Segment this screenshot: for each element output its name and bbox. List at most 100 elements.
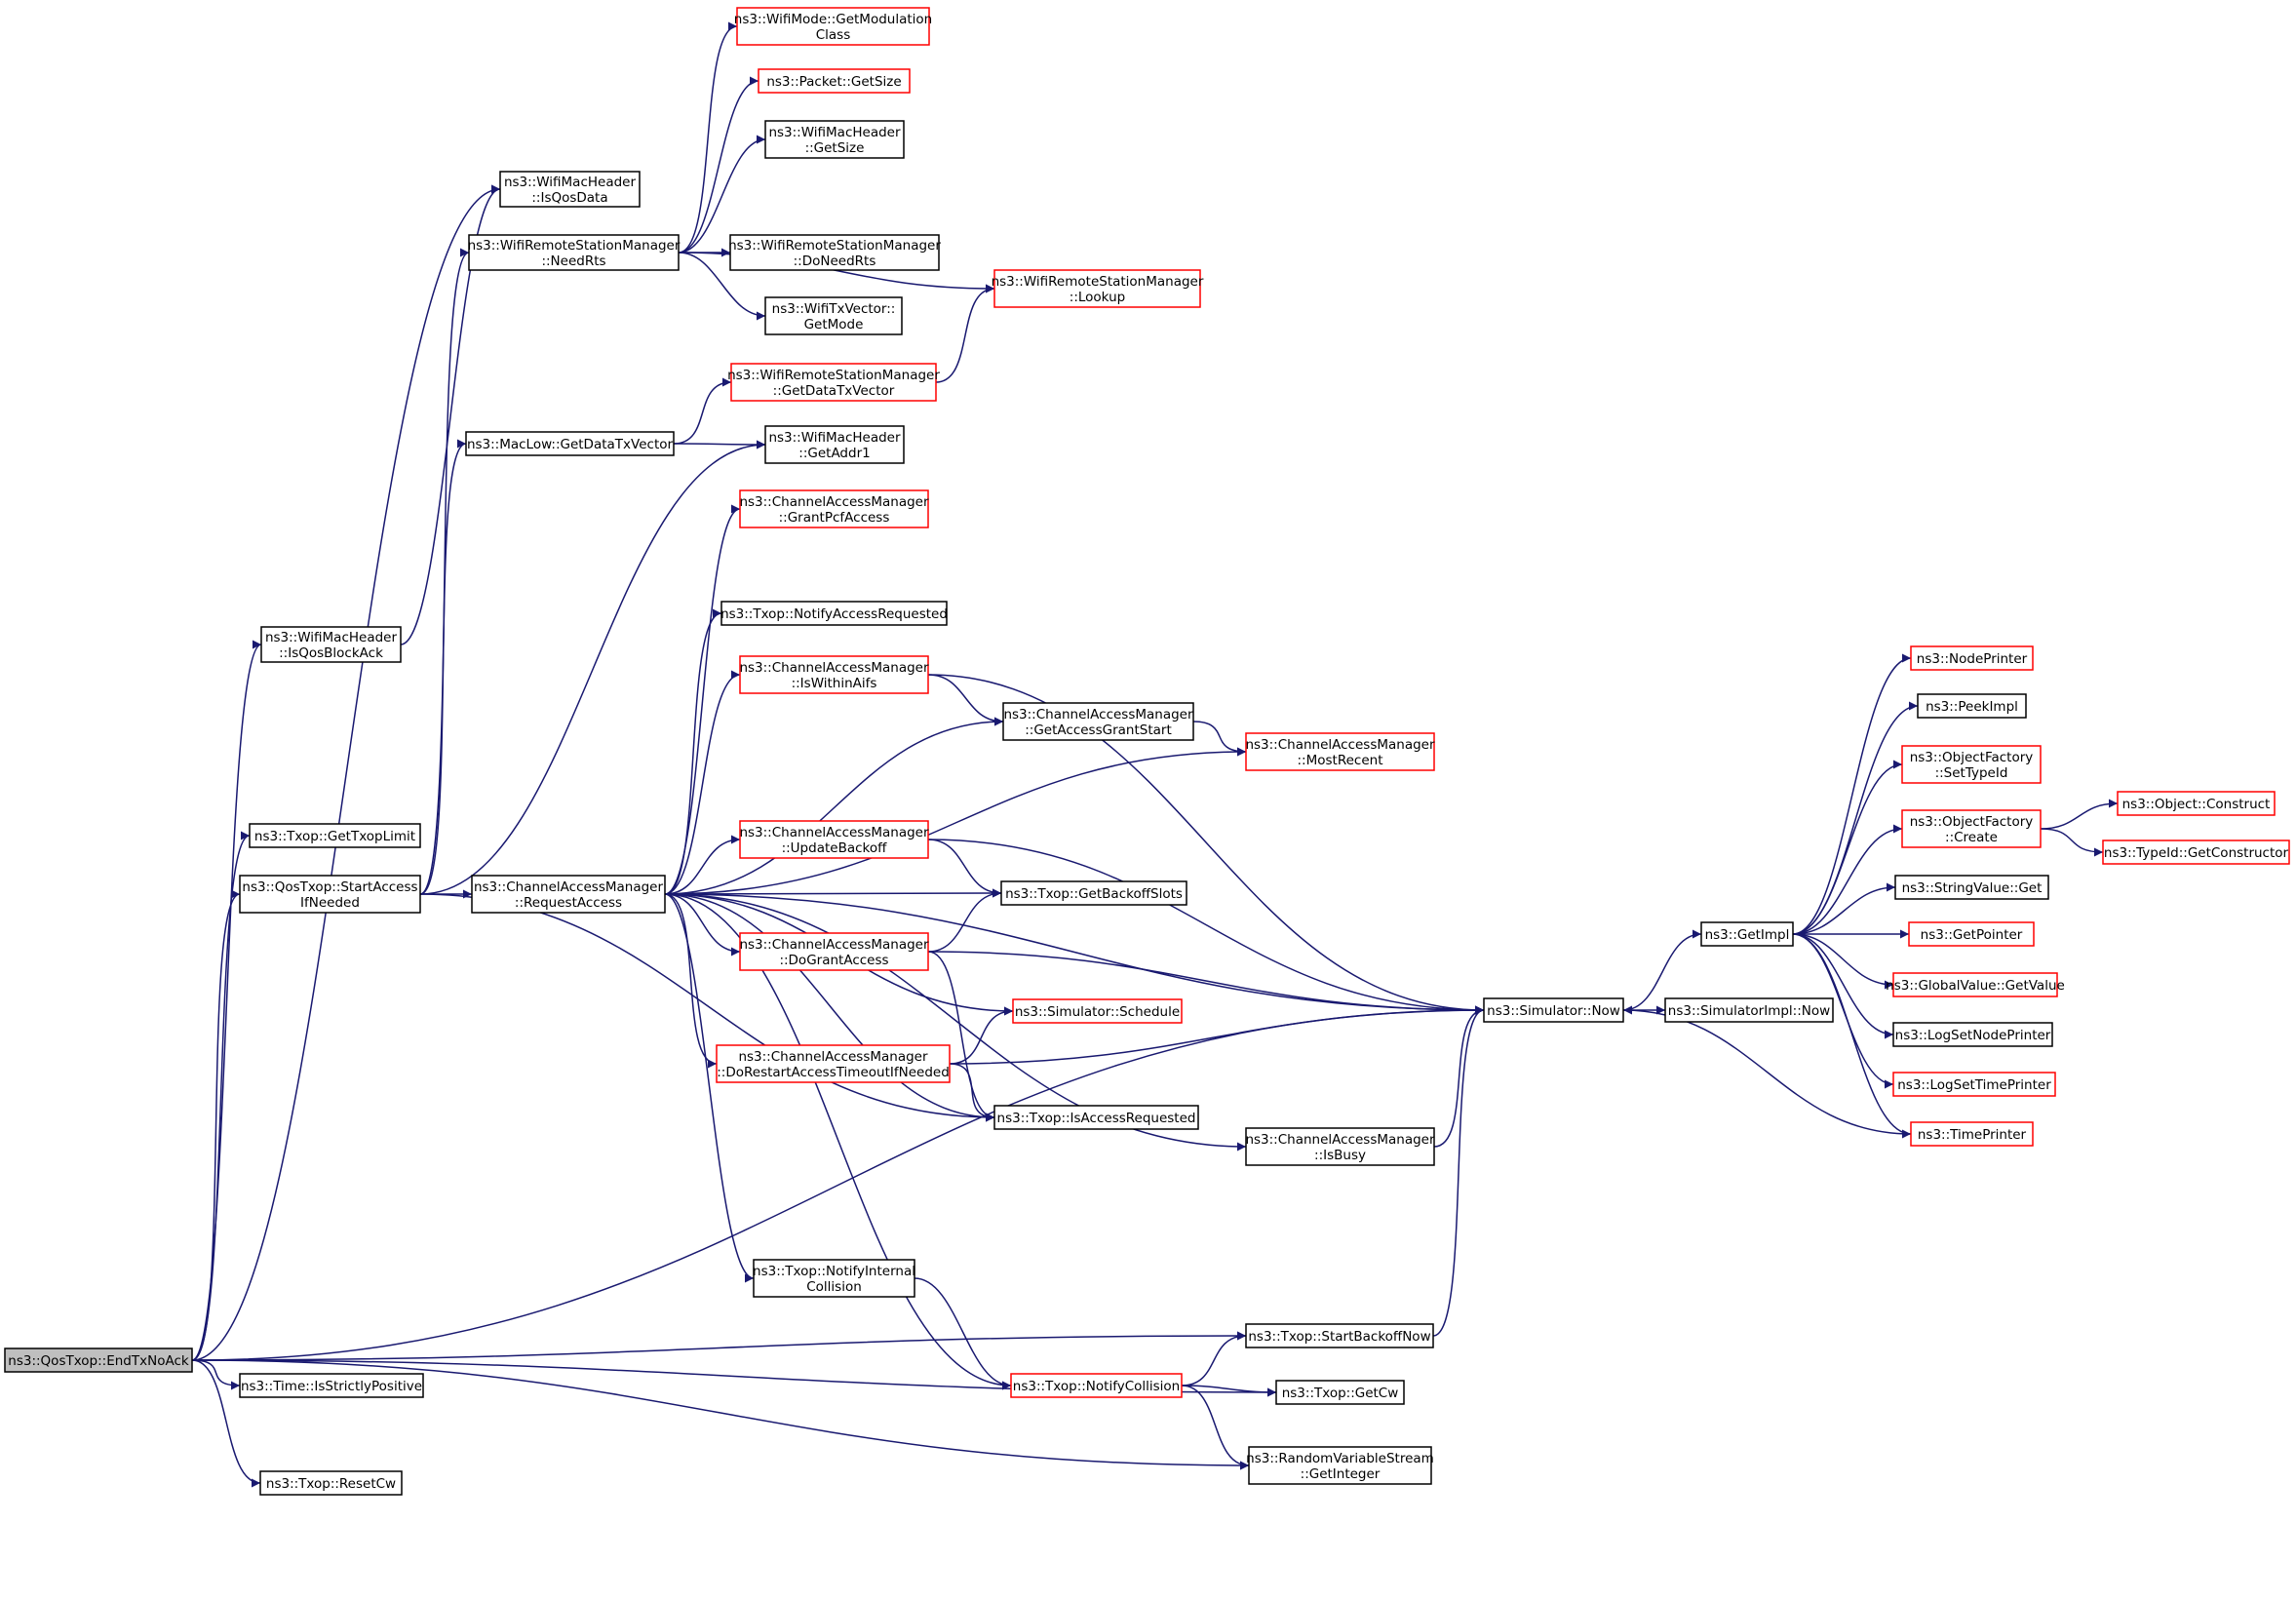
node-label: ns3::WifiRemoteStationManager [728, 238, 941, 254]
edge-endtxnoack-to-isstrictlypositive [191, 1359, 241, 1390]
node-label: ns3::Simulator::Now [1487, 1003, 1620, 1019]
node-create[interactable]: ns3::ObjectFactory::Create [1901, 809, 2042, 848]
node-getbackoffslots[interactable]: ns3::Txop::GetBackoffSlots [1000, 880, 1187, 906]
node-label: ns3::GlobalValue::GetValue [1886, 978, 2065, 994]
node-label: ns3::GetImpl [1705, 927, 1790, 943]
node-getaddr1[interactable]: ns3::WifiMacHeader::GetAddr1 [764, 425, 905, 464]
node-getaccessgrantstart[interactable]: ns3::ChannelAccessManager::GetAccessGran… [1002, 702, 1194, 741]
node-isqosblockack[interactable]: ns3::WifiMacHeader::IsQosBlockAck [260, 626, 402, 663]
node-nodeprinter[interactable]: ns3::NodePrinter [1910, 645, 2034, 671]
edge-updatebackoff-to-now [927, 839, 1485, 1015]
edge-getimpl-to-peekimpl [1792, 701, 1919, 935]
node-dorestartaccess[interactable]: ns3::ChannelAccessManager::DoRestartAcce… [716, 1044, 951, 1083]
node-endtxnoack[interactable]: ns3::QosTxop::EndTxNoAck [4, 1347, 193, 1373]
node-getpointer[interactable]: ns3::GetPointer [1908, 921, 2035, 947]
node-lookup[interactable]: ns3::WifiRemoteStationManager::Lookup [992, 269, 1204, 308]
node-label: ns3::ChannelAccessManager [1003, 707, 1193, 722]
node-isbusy[interactable]: ns3::ChannelAccessManager::IsBusy [1245, 1127, 1435, 1166]
edge-startaccessifneeded-to-getaddr1 [419, 440, 766, 895]
node-label: ::GetDataTxVector [773, 383, 895, 399]
node-label: ns3::Txop::NotifyCollision [1013, 1379, 1180, 1394]
node-stringvalue-get[interactable]: ns3::StringValue::Get [1894, 875, 2049, 900]
node-updatebackoff[interactable]: ns3::ChannelAccessManager::UpdateBackoff [739, 820, 929, 859]
node-dograntaccess[interactable]: ns3::ChannelAccessManager::DoGrantAccess [739, 932, 929, 971]
node-box [720, 601, 948, 626]
node-box [471, 875, 666, 914]
node-notifycollision[interactable]: ns3::Txop::NotifyCollision [1010, 1373, 1183, 1398]
node-simulatorimpl-now[interactable]: ns3::SimulatorImpl::Now [1664, 997, 1834, 1023]
node-label: ns3::Txop::GetTxopLimit [254, 829, 415, 844]
edge-dograntaccess-to-isaccessrequested [927, 951, 995, 1122]
node-timeprinter[interactable]: ns3::TimePrinter [1910, 1121, 2034, 1147]
node-box [465, 431, 675, 456]
node-label: IfNeeded [300, 895, 360, 911]
node-requestaccess[interactable]: ns3::ChannelAccessManager::RequestAccess [471, 875, 666, 914]
node-needrts[interactable]: ns3::WifiRemoteStationManager::NeedRts [468, 234, 681, 271]
node-label: ns3::WifiRemoteStationManager [727, 368, 940, 383]
node-now[interactable]: ns3::Simulator::Now [1483, 997, 1624, 1023]
node-box [993, 269, 1201, 308]
node-globalvalue-getvalue[interactable]: ns3::GlobalValue::GetValue [1886, 972, 2065, 997]
node-label: ::IsWithinAifs [792, 676, 877, 691]
edge-timeprinter-to-now [1622, 1005, 1912, 1135]
node-getmode[interactable]: ns3::WifiTxVector::GetMode [764, 296, 903, 335]
node-isaccessrequested[interactable]: ns3::Txop::IsAccessRequested [993, 1105, 1199, 1130]
node-getcw[interactable]: ns3::Txop::GetCw [1275, 1380, 1405, 1405]
node-label: ::NeedRts [541, 254, 605, 269]
edge-requestaccess-to-grantpcfaccess [664, 504, 741, 895]
node-label: ns3::StringValue::Get [1902, 880, 2043, 896]
node-header-getsize[interactable]: ns3::WifiMacHeader::GetSize [764, 120, 905, 159]
node-label: ::IsBusy [1314, 1148, 1366, 1163]
node-startbackoffnow[interactable]: ns3::Txop::StartBackoffNow [1245, 1323, 1434, 1348]
nodes: ns3::QosTxop::EndTxNoAck ns3::WifiMacHead… [4, 7, 2290, 1496]
edge-startaccessifneeded-to-getdatatxvector-maclow [419, 439, 467, 895]
node-object-construct[interactable]: ns3::Object::Construct [2117, 791, 2276, 816]
node-getimpl[interactable]: ns3::GetImpl [1700, 921, 1794, 947]
edge-notifycollision-to-startbackoffnow [1181, 1331, 1247, 1386]
node-doneedrts[interactable]: ns3::WifiRemoteStationManager::DoNeedRts [728, 234, 941, 271]
node-label: ns3::WifiMacHeader [768, 430, 901, 446]
node-getdatatxvector-rsm[interactable]: ns3::WifiRemoteStationManager::GetDataTx… [727, 363, 940, 402]
node-box [1245, 1127, 1435, 1166]
node-label: ns3::ChannelAccessManager [739, 825, 929, 840]
edge-iswithinaifs-to-getaccessgrantstart [927, 674, 1004, 726]
node-label: ::GetAccessGrantStart [1025, 722, 1171, 738]
node-label: ns3::Time::IsStrictlyPositive [241, 1379, 422, 1394]
node-schedule[interactable]: ns3::Simulator::Schedule [1012, 998, 1183, 1024]
node-label: ns3::RandomVariableStream [1246, 1451, 1434, 1466]
node-getinteger[interactable]: ns3::RandomVariableStream::GetInteger [1246, 1446, 1434, 1485]
node-getdatatxvector-maclow[interactable]: ns3::MacLow::GetDataTxVector [465, 431, 675, 456]
edge-requestaccess-to-notifyaccessrequested [664, 608, 722, 895]
node-gettxoplimit[interactable]: ns3::Txop::GetTxopLimit [249, 823, 421, 848]
node-isqosdata[interactable]: ns3::WifiMacHeader::IsQosData [499, 171, 641, 208]
node-label: ns3::ChannelAccessManager [1245, 737, 1435, 753]
node-label: ::GrantPcfAccess [779, 510, 890, 526]
node-label: ::GetInteger [1301, 1466, 1381, 1482]
node-resetcw[interactable]: ns3::Txop::ResetCw [259, 1470, 403, 1496]
node-iswithinaifs[interactable]: ns3::ChannelAccessManager::IsWithinAifs [739, 655, 929, 694]
edge-requestaccess-to-dograntaccess [664, 893, 741, 957]
node-label: ::UpdateBackoff [782, 840, 888, 856]
node-getconstructor[interactable]: ns3::TypeId::GetConstructor [2102, 840, 2290, 865]
edge-needrts-to-getmode [678, 252, 766, 321]
node-peekimpl[interactable]: ns3::PeekImpl [1917, 693, 2027, 719]
edge-getimpl-to-timeprinter [1792, 933, 1912, 1139]
node-grantpcfaccess[interactable]: ns3::ChannelAccessManager::GrantPcfAcces… [739, 489, 929, 528]
node-box [730, 363, 937, 402]
node-logsettimeprinter[interactable]: ns3::LogSetTimePrinter [1892, 1072, 2056, 1097]
node-notifyaccessrequested[interactable]: ns3::Txop::NotifyAccessRequested [720, 601, 948, 626]
node-settypeid[interactable]: ns3::ObjectFactory::SetTypeId [1901, 745, 2042, 784]
node-label: ns3::PeekImpl [1926, 699, 2018, 715]
node-label: ns3::ChannelAccessManager [474, 879, 664, 895]
node-mostrecent[interactable]: ns3::ChannelAccessManager::MostRecent [1245, 732, 1435, 771]
node-label: ::DoRestartAccessTimeoutIfNeeded [717, 1065, 950, 1080]
node-isstrictlypositive[interactable]: ns3::Time::IsStrictlyPositive [239, 1373, 424, 1398]
node-box [1892, 1022, 2053, 1047]
node-logsetnodeprinter[interactable]: ns3::LogSetNodePrinter [1892, 1022, 2053, 1047]
node-packet-getsize[interactable]: ns3::Packet::GetSize [758, 68, 911, 94]
node-label: ns3::ObjectFactory [1910, 814, 2034, 830]
node-box [729, 234, 940, 271]
